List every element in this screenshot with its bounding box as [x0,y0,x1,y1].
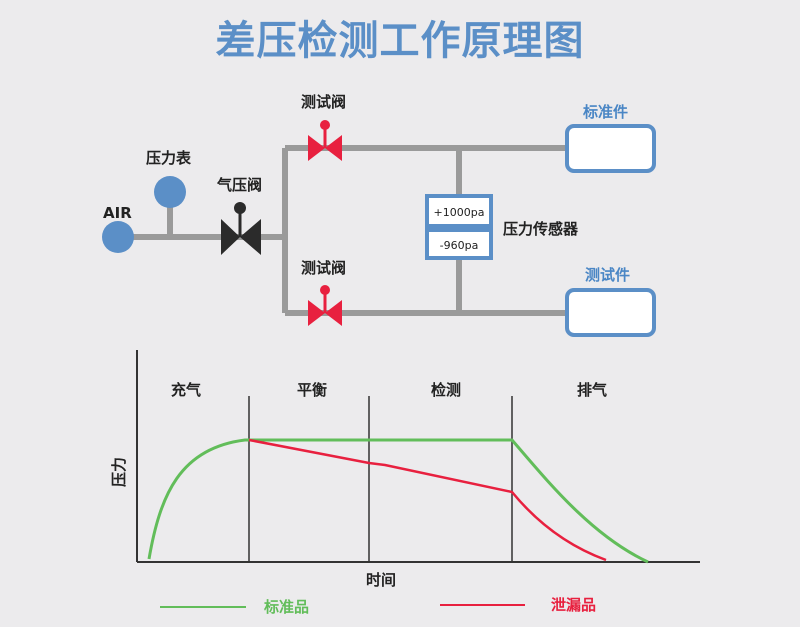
sensor-bottom-value: -960pa [440,239,479,252]
phase-label-exhaust: 排气 [577,381,607,399]
pipes [118,145,567,316]
sensor-top-value: +1000pa [434,206,485,219]
phase-label-balance: 平衡 [297,381,327,399]
standard-part-box [565,124,656,173]
test-part-label: 测试件 [585,266,630,284]
leak-curve [248,438,607,562]
pneumatic-valve-icon[interactable] [221,202,261,255]
sensor-label: 压力传感器 [503,220,579,238]
pressure-sensor [425,194,493,260]
gauge-label: 压力表 [146,149,192,167]
x-axis-label: 时间 [366,571,396,589]
test-valve-top-label: 测试阀 [301,93,346,111]
pressure-gauge-icon [154,176,186,208]
test-part-box [565,288,656,337]
test-valve-top-icon[interactable] [308,120,342,161]
sensor-bottom-box [425,228,493,260]
test-valve-bottom-icon[interactable] [308,285,342,326]
phase-label-fill: 充气 [171,381,201,399]
test-valve-bottom-label: 测试阀 [301,259,346,277]
standard-part-label: 标准件 [582,103,628,121]
legend-standard-label: 标准品 [263,598,309,616]
standard-curve [147,438,649,564]
phase-label-detect: 检测 [431,381,461,399]
air-source-icon [102,221,134,253]
legend-leak-label: 泄漏品 [551,596,596,614]
air-label: AIR [103,204,132,222]
sensor-top-box [425,194,493,228]
y-axis-label: 压力 [110,457,128,487]
pneumatic-valve-label: 气压阀 [216,176,262,194]
page-title: 差压检测工作原理图 [215,18,585,64]
schematic: AIR 压力表 气压阀 测试阀 测试阀 [102,93,656,337]
pressure-chart: 充气 平衡 检测 排气 压力 时间 标准品 泄漏品 [110,350,700,616]
